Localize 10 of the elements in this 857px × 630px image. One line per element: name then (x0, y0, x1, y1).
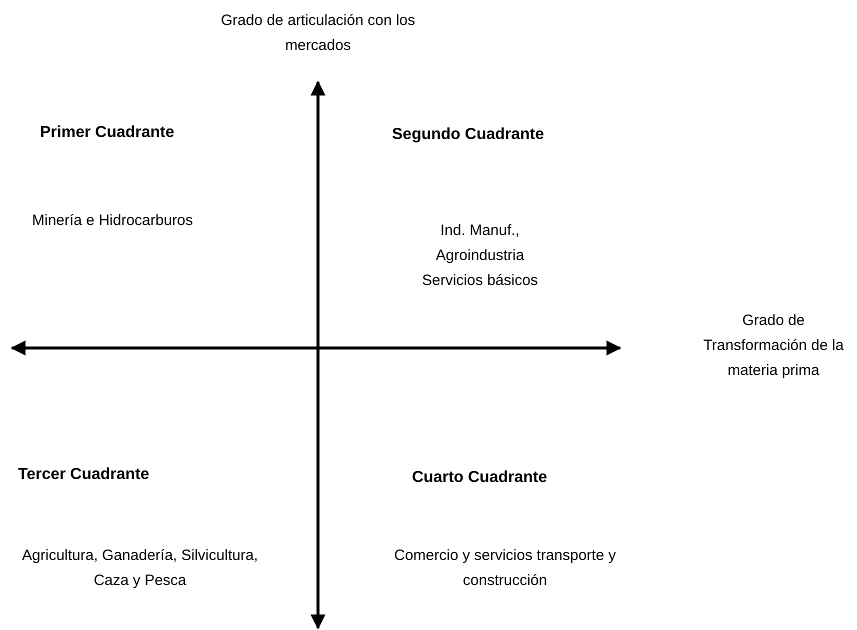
axis-title: Grado de articulación con los mercados (220, 11, 416, 56)
axis-title: Grado de Transformación de la materia prima (702, 311, 845, 381)
quadrant-title: Primer Cuadrante (40, 123, 174, 143)
quadrant-text: Ind. Manuf., Agroindustria Servicios básicos (421, 221, 539, 291)
quadrant-text: Agricultura, Ganadería, Silvicultura, Caza y Pesca (21, 546, 259, 591)
quadrant-title: Cuarto Cuadrante (412, 468, 548, 488)
quadrant-title: Segundo Cuadrante (392, 125, 544, 145)
quadrant-text: Minería e Hidrocarburos (32, 211, 193, 231)
quadrant-title: Tercer Cuadrante (18, 465, 150, 485)
quadrant-text: Comercio y servicios transporte y construcción (393, 546, 617, 591)
